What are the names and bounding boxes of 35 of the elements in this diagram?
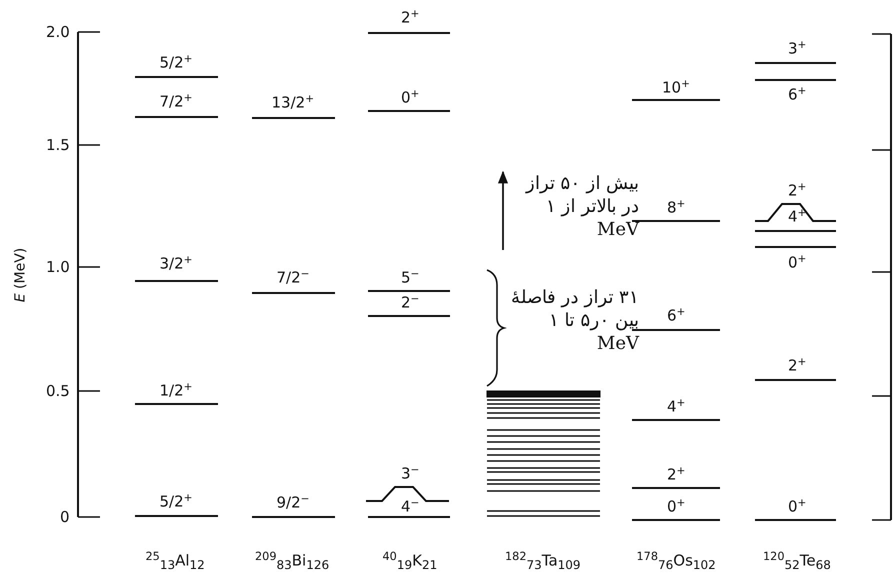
spin-parity-label: 7/2$^{+}$ [160, 93, 192, 110]
spin-parity-label: 1/2$^{+}$ [160, 382, 192, 398]
spin-parity-label: 3$^{−}$ [401, 465, 420, 482]
spin-parity-label: 0$^{+}$ [788, 498, 806, 514]
spin-parity-label: 3$^{+}$ [788, 40, 806, 56]
annotation-text: بیش از ۵۰ تراز در بالاتر از ۱ MeV [524, 172, 639, 241]
spin-parity-label: 2$^{+}$ [788, 182, 806, 198]
spin-parity-label: 9/2$^{−}$ [276, 494, 310, 510]
tick-label: 0.5 [46, 384, 70, 398]
spin-parity-label: 2$^{+}$ [667, 466, 686, 482]
tick-label: 1.0 [46, 260, 70, 274]
spin-parity-label: 0$^{+}$ [401, 89, 420, 106]
spin-parity-label: 2$^{−}$ [401, 294, 420, 310]
spin-parity-label: 13/2$^{+}$ [272, 94, 314, 110]
spin-parity-label: 4$^{−}$ [401, 498, 420, 514]
spin-parity-label: 2$^{+}$ [401, 9, 420, 26]
tick-label: 2.0 [46, 24, 70, 40]
spin-parity-label: 8$^{+}$ [667, 199, 686, 216]
tick-label: 1.5 [46, 138, 70, 152]
spin-parity-label: 4$^{+}$ [667, 398, 686, 414]
axis-title: E (MeV) [13, 247, 28, 302]
tick-label: 0 [60, 510, 70, 524]
spin-parity-label: 10$^{+}$ [662, 79, 690, 96]
spin-parity-label: 0$^{+}$ [788, 254, 806, 270]
spin-parity-label: 5$^{−}$ [401, 269, 420, 286]
spin-parity-label: 6$^{+}$ [788, 86, 806, 102]
spin-parity-label: 5/2$^{+}$ [160, 493, 192, 510]
annotation-text: ۳۱ تراز در فاصلهٔ بین ۰ر۵ تا ۱ MeV [510, 286, 639, 355]
spin-parity-label: 4$^{+}$ [788, 208, 806, 224]
spin-parity-label: 5/2$^{+}$ [160, 54, 192, 70]
spin-parity-label: 2$^{+}$ [788, 357, 806, 374]
spin-parity-label: 6$^{+}$ [667, 307, 686, 324]
spin-parity-label: 0$^{+}$ [667, 498, 686, 514]
spin-parity-label: 3/2$^{+}$ [160, 255, 192, 272]
spin-parity-label: 7/2$^{−}$ [276, 269, 310, 286]
